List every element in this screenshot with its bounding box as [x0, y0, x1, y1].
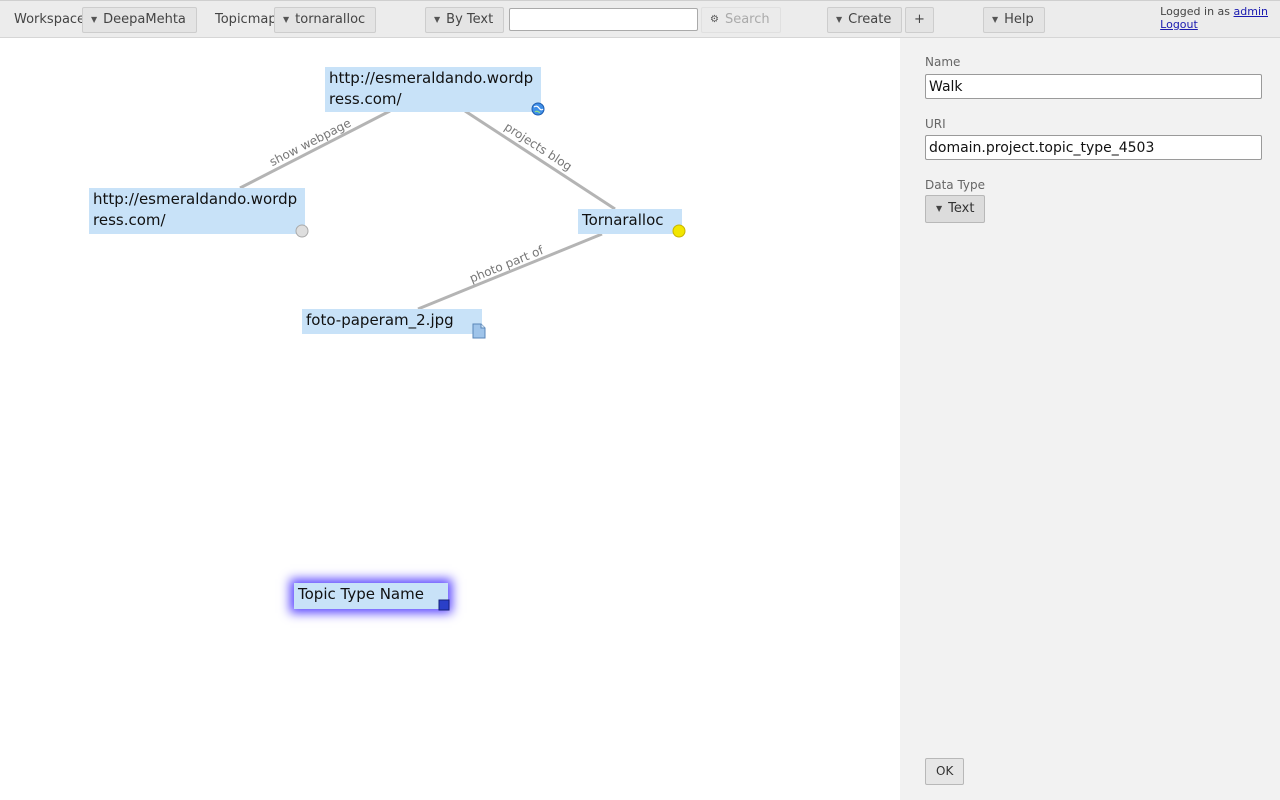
- name-field[interactable]: [925, 74, 1262, 99]
- topic-file[interactable]: foto-paperam_2.jpg: [302, 309, 482, 334]
- user-link[interactable]: admin: [1233, 5, 1268, 18]
- topicmap-select[interactable]: ▼tornaralloc: [274, 7, 377, 33]
- search-mode-select[interactable]: ▼By Text: [425, 7, 505, 33]
- create-select[interactable]: ▼Create: [827, 7, 903, 33]
- login-status: Logged in as admin Logout: [1160, 5, 1268, 31]
- association-label-show-webpage: show webpage: [267, 116, 353, 169]
- detail-panel: Name URI Data Type ▼Text OK: [900, 38, 1280, 800]
- topic-webpage[interactable]: http://esmeraldando.wordpress.com/: [325, 67, 541, 112]
- chevron-down-icon: ▼: [936, 204, 943, 213]
- datatype-label: Data Type: [925, 178, 986, 192]
- topic-project[interactable]: Tornaralloc: [578, 209, 682, 234]
- topic-type-icon: [438, 599, 450, 611]
- yellow-circle-icon: [672, 224, 686, 238]
- file-icon: [472, 323, 486, 339]
- search-button[interactable]: ⚙Search: [701, 7, 781, 33]
- association-layer: show webpage projects blog photo part of: [239, 109, 616, 311]
- datatype-select[interactable]: ▼Text: [925, 195, 986, 223]
- ok-button[interactable]: OK: [925, 758, 965, 785]
- chevron-down-icon: ▼: [992, 15, 999, 24]
- topic-webpage[interactable]: http://esmeraldando.wordpress.com/: [89, 188, 305, 234]
- association-line-photo-part-of[interactable]: [417, 232, 603, 311]
- workspace-label: Workspace: [14, 12, 86, 27]
- topicmap-canvas[interactable]: show webpage projects blog photo part of…: [0, 38, 900, 800]
- toolbar: Workspace ▼DeepaMehta Topicmap ▼tornaral…: [0, 0, 1280, 38]
- association-line-show-webpage[interactable]: [239, 109, 391, 190]
- uri-label: URI: [925, 117, 946, 131]
- globe-icon: [531, 102, 545, 116]
- login-text: Logged in as: [1160, 5, 1231, 18]
- topic-selected[interactable]: Topic Type Name: [294, 583, 448, 609]
- workspace-select[interactable]: ▼DeepaMehta: [82, 7, 197, 33]
- search-input[interactable]: [509, 8, 698, 31]
- association-line-projects-blog[interactable]: [464, 109, 616, 211]
- name-label: Name: [925, 55, 961, 69]
- uri-field[interactable]: [925, 135, 1262, 160]
- chevron-down-icon: ▼: [836, 15, 843, 24]
- logout-link[interactable]: Logout: [1160, 18, 1198, 31]
- chevron-down-icon: ▼: [283, 15, 290, 24]
- chevron-down-icon: ▼: [91, 15, 98, 24]
- gray-circle-icon: [295, 224, 309, 238]
- chevron-down-icon: ▼: [434, 15, 441, 24]
- create-plus-button[interactable]: +: [905, 7, 934, 33]
- gear-icon: ⚙: [710, 14, 719, 25]
- association-label-photo-part-of: photo part of: [468, 243, 547, 286]
- association-label-projects-blog: projects blog: [502, 120, 575, 174]
- topicmap-label: Topicmap: [215, 12, 277, 27]
- help-select[interactable]: ▼Help: [983, 7, 1045, 33]
